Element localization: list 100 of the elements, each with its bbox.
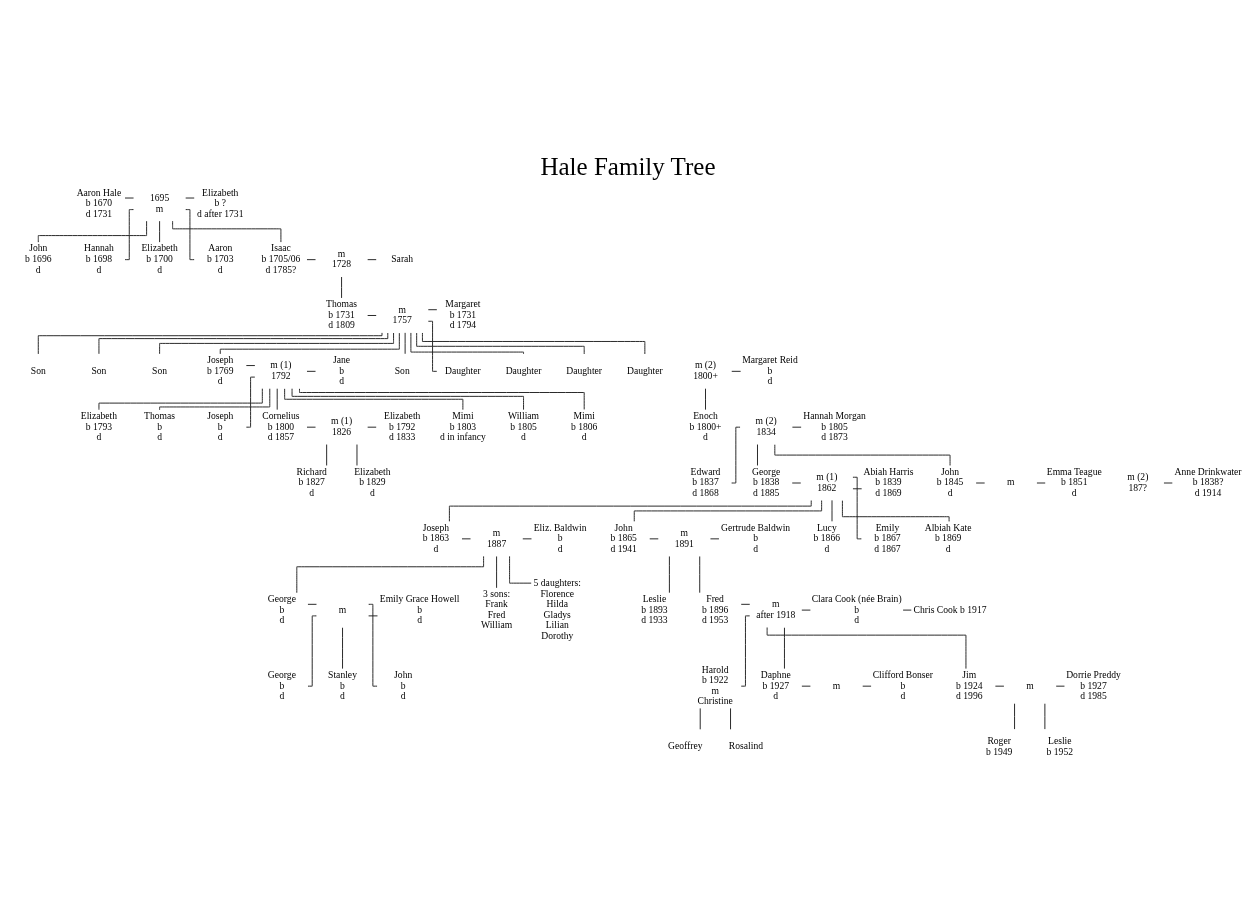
node-text: m (2) 1800+: [693, 359, 718, 382]
node-text: 1695 m: [149, 191, 170, 214]
node-text: Enoch b 1800+ d: [689, 409, 722, 443]
node-text: m (1) 1792: [270, 359, 292, 382]
node-text: William b 1805 d: [507, 409, 540, 443]
node-text: Son: [394, 364, 410, 376]
connector: [705, 388, 706, 411]
node-text: Daughter: [445, 364, 481, 376]
connector: [306, 426, 316, 428]
node-text: Isaac b 1705/06 d 1785?: [261, 242, 301, 275]
connector: [509, 555, 532, 584]
connector: [731, 426, 741, 484]
connector: [783, 627, 785, 670]
node-text: Harold b 1922 m Christine: [697, 663, 733, 707]
connector: [368, 615, 378, 617]
node-text: m: [1026, 679, 1034, 691]
node-text: m 1757: [392, 303, 412, 326]
connector: [219, 332, 400, 355]
connector: [416, 332, 585, 355]
node-text: Eliz. Baldwin b d: [533, 521, 587, 554]
node-text: m 1887: [486, 526, 507, 549]
node-text: Elizabeth b 1829 d: [354, 465, 391, 499]
node-text: Elizabeth b 1792 d 1833: [384, 409, 421, 443]
node-text: Leslie b 1952: [1046, 734, 1074, 757]
connector: [731, 370, 742, 372]
connector: [427, 309, 438, 311]
node-text: m 1891: [674, 526, 694, 549]
node-text: George b 1838 d 1885: [752, 465, 781, 499]
connector: [245, 376, 256, 428]
connector: [367, 315, 377, 316]
node-text: John b 1865 d 1941: [610, 521, 637, 554]
connector: [159, 388, 271, 411]
node-text: Thomas b 1731 d 1809: [326, 298, 358, 331]
node-text: Daughter: [505, 364, 542, 376]
connector: [245, 365, 256, 367]
node-text: Joseph b 1769 d: [207, 354, 234, 387]
connector: [841, 500, 950, 522]
node-text: Rosalind: [728, 740, 764, 752]
node-text: Jane b d: [333, 354, 351, 387]
node-text: 5 daughters: Florence Hilda Gladys Lilian Dorothy: [533, 577, 581, 641]
node-text: Daughter: [626, 364, 663, 376]
node-text: Chris Cook b 1917: [913, 603, 987, 615]
node-text: Richard b 1827 d: [296, 465, 327, 499]
connector: [496, 556, 498, 589]
connector: [801, 685, 811, 687]
node-text: Daughter: [566, 364, 603, 376]
connector: [649, 538, 659, 540]
node-text: Aaron Hale b 1670 d 1731: [76, 186, 122, 219]
node-text: Leslie b 1893 d 1933: [641, 592, 668, 626]
node-text: Edward b 1837 d 1868: [690, 465, 721, 499]
connector: [410, 332, 524, 355]
node-text: Cornelius b 1800 d 1857: [262, 409, 300, 443]
node-text: Emma Teague b 1851 d: [1046, 465, 1102, 499]
connector: [299, 388, 585, 410]
node-text: Joseph b d: [207, 409, 234, 443]
node-text: m after 1918: [756, 598, 796, 620]
node-text: Anne Drinkwater b 1838? d 1914: [1174, 465, 1242, 499]
node-text: Jim b 1924 d 1996: [956, 668, 983, 702]
connector: [757, 444, 758, 466]
connector: [1014, 703, 1016, 730]
node-text: Elizabeth b 1700 d: [141, 242, 178, 275]
node-text: Stanley b d: [328, 668, 357, 702]
node-text: Dorrie Preddy b 1927 d 1985: [1066, 668, 1121, 702]
node-text: Margaret Reid b d: [742, 354, 798, 387]
node-text: Son: [30, 364, 46, 376]
connector: [124, 209, 134, 261]
node-text: George b d: [267, 668, 296, 702]
node-text: Sarah: [391, 253, 414, 265]
connector: [994, 685, 1005, 687]
node-text: m: [832, 679, 841, 691]
connector: [326, 444, 328, 466]
connector: [522, 538, 532, 540]
node-text: Son: [152, 364, 168, 376]
connector: [740, 603, 751, 605]
node-text: Geoffrey: [668, 740, 703, 752]
connector: [862, 685, 872, 687]
node-text: Elizabeth b ? d after 1731: [197, 186, 244, 219]
node-text: m (1) 1862: [816, 471, 838, 493]
node-text: Daphne b 1927 d: [760, 668, 791, 702]
connector: [427, 320, 438, 372]
node-text: Roger b 1949: [985, 734, 1013, 757]
connector: [461, 538, 471, 540]
node-text: Hannah Morgan b 1805 d 1873: [803, 409, 866, 443]
node-text: Aaron b 1703 d: [207, 242, 234, 275]
node-text: Emily Grace Howell b d: [379, 592, 460, 626]
node-text: Son: [91, 364, 107, 376]
node-text: m 1728: [331, 247, 352, 270]
connector: [291, 388, 524, 411]
connector: [296, 555, 485, 594]
node-text: m: [1006, 476, 1015, 488]
connector: [307, 603, 317, 605]
connector: [766, 627, 967, 670]
node-text: m: [338, 603, 347, 615]
connector: [185, 209, 195, 261]
connector: [307, 615, 317, 687]
node-text: John b 1696 d: [25, 242, 52, 275]
node-text: Thomas b d: [144, 409, 176, 443]
connector: [668, 556, 670, 594]
node-text: George b d: [267, 592, 296, 626]
node-text: Clifford Bonser b d: [872, 668, 934, 702]
